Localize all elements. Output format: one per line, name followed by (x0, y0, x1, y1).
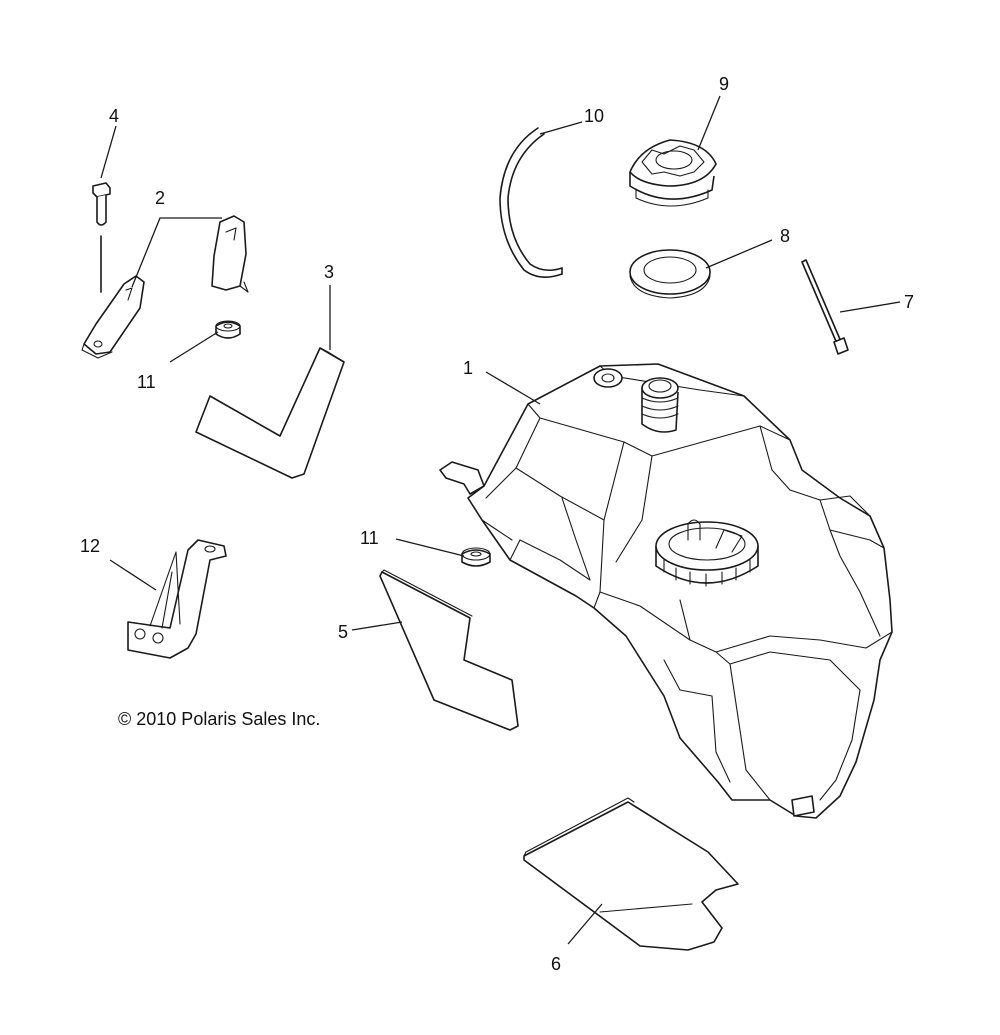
callout-3: 3 (324, 262, 334, 282)
part-2-bracket-left (81, 275, 145, 359)
part-10-hose (499, 127, 563, 278)
part-2-bracket-right (211, 215, 249, 293)
callout-11-upper: 11 (137, 372, 156, 392)
part-11-spacer-upper (215, 320, 241, 339)
callout-1: 1 (463, 358, 473, 378)
part-11-spacer-lower (461, 547, 491, 567)
part-3-pad (195, 347, 345, 479)
callout-6: 6 (551, 954, 561, 974)
callout-10: 10 (584, 106, 604, 126)
callout-11-lower: 11 (360, 528, 379, 548)
part-1-fuel-tank (439, 363, 893, 819)
part-7-cable-tie (801, 259, 849, 355)
callout-12: 12 (80, 536, 100, 556)
part-4-bolt (92, 182, 111, 293)
callout-8: 8 (780, 226, 790, 246)
callout-labels: 4 2 3 11 1 11 5 12 9 10 8 7 6 (80, 74, 914, 974)
part-8-gasket (629, 249, 711, 299)
part-6-pad (523, 797, 739, 951)
leader-lines (100, 95, 901, 945)
part-12-bracket (127, 539, 227, 659)
part-9-fuel-cap (629, 139, 717, 207)
callout-4: 4 (109, 106, 119, 126)
copyright-notice: © 2010 Polaris Sales Inc. (118, 709, 320, 729)
part-5-pad (379, 569, 519, 731)
callout-5: 5 (338, 622, 348, 642)
callout-7: 7 (904, 292, 914, 312)
callout-2: 2 (155, 188, 165, 208)
callout-9: 9 (719, 74, 729, 94)
